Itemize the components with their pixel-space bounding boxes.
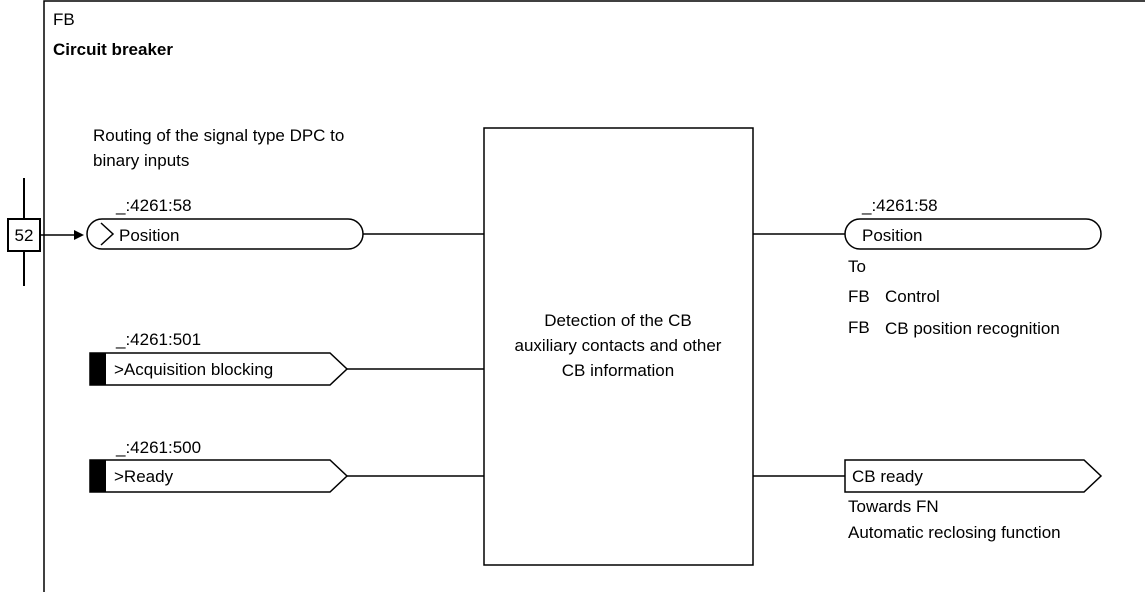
input-position-label: Position	[119, 226, 179, 245]
binary-input-marker	[90, 460, 106, 492]
input-acquisition-blocking-label: >Acquisition blocking	[114, 360, 273, 379]
input-ready-label: >Ready	[114, 467, 174, 486]
input-ready-address: _:4261:500	[115, 438, 201, 457]
routing-note-line1: Routing of the signal type DPC to	[93, 126, 344, 145]
device-52-label: 52	[15, 226, 34, 245]
function-block-line3: CB information	[562, 361, 674, 380]
input-position-signal	[86, 218, 364, 250]
output-target-prefix: FB	[848, 318, 870, 337]
output-position-label: Position	[862, 226, 922, 245]
binary-input-marker	[90, 353, 106, 385]
function-block	[483, 127, 754, 566]
arrow-right-icon	[74, 230, 84, 240]
output-position-address: _:4261:58	[861, 196, 938, 215]
output-cb-ready-signal	[844, 459, 1103, 493]
output-cb-ready-note-line1: Towards FN	[848, 497, 939, 516]
input-chevron-icon	[100, 222, 115, 246]
routing-note-line2: binary inputs	[93, 151, 189, 170]
output-target-name: Control	[885, 287, 940, 306]
input-position-address: _:4261:58	[115, 196, 192, 215]
input-acquisition-blocking-address: _:4261:501	[115, 330, 201, 349]
output-position-signal	[844, 218, 1102, 250]
fb-frame-border	[43, 0, 1145, 592]
output-cb-ready-note-line2: Automatic reclosing function	[848, 523, 1061, 542]
fb-frame-kind: FB	[53, 10, 75, 29]
output-target-name: CB position recognition	[885, 319, 1060, 338]
fb-frame-title: Circuit breaker	[53, 40, 173, 59]
output-position-to: To	[848, 257, 866, 276]
output-cb-ready-label: CB ready	[852, 467, 923, 486]
function-block-line1: Detection of the CB	[544, 311, 691, 330]
function-block-line2: auxiliary contacts and other	[515, 336, 722, 355]
output-target-prefix: FB	[848, 287, 870, 306]
